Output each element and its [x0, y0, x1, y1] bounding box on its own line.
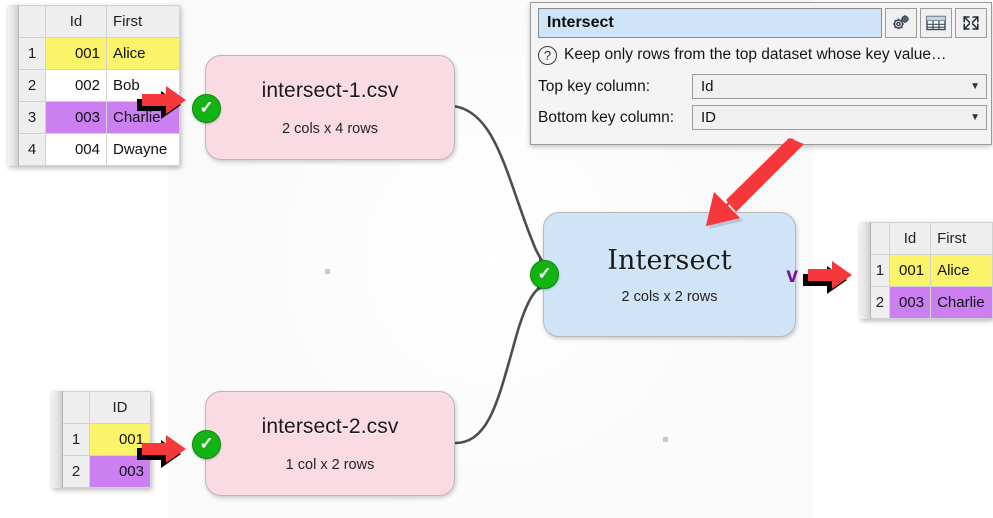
table-header-row: Id First	[18, 5, 180, 38]
row-number[interactable]: 1	[62, 423, 90, 456]
row-number[interactable]: 2	[62, 455, 90, 488]
top-key-column-value: Id	[701, 78, 714, 95]
cell-id[interactable]: 003	[45, 101, 107, 134]
table-intersect-2-preview[interactable]: ID 1 001 2 003	[52, 391, 151, 488]
panel-help-row: ? Keep only rows from the top dataset wh…	[538, 41, 987, 69]
top-key-column-select[interactable]: Id ▼	[692, 74, 987, 99]
table-row[interactable]: 1 001 Alice	[870, 254, 993, 287]
table-row[interactable]: 2 003	[62, 455, 151, 488]
column-header[interactable]: Id	[888, 222, 932, 255]
table-row[interactable]: 1 001	[62, 423, 151, 456]
bottom-key-column-value: ID	[701, 109, 716, 126]
row-number[interactable]: 1	[18, 37, 46, 70]
expand-arrows-icon	[963, 16, 979, 30]
cursor-arrow-top-left	[137, 83, 188, 119]
node-intersect-1[interactable]: intersect-1.csv 2 cols x 4 rows ✓	[192, 55, 455, 160]
cursor-arrow-bottom-left	[137, 432, 188, 468]
table-header-row: Id First	[870, 222, 993, 255]
cell-id[interactable]: 003	[888, 286, 932, 319]
row-number[interactable]: 3	[18, 101, 46, 134]
node-subtitle: 2 cols x 2 rows	[621, 288, 718, 305]
node-title: intersect-2.csv	[261, 414, 399, 438]
question-mark-icon[interactable]: ?	[538, 45, 557, 65]
chevron-down-icon: ▼	[970, 81, 980, 92]
gears-icon	[893, 15, 909, 30]
panel-help-text: Keep only rows from the top dataset whos…	[564, 46, 947, 63]
top-key-column-row: Top key column: Id ▼	[538, 73, 987, 100]
cell-first[interactable]: Alice	[930, 254, 993, 287]
table-intersect-result-preview[interactable]: Id First 1 001 Alice 2 003 Charlie	[860, 222, 993, 319]
node-title: intersect-1.csv	[261, 78, 399, 102]
red-right-arrow-icon	[808, 261, 852, 289]
column-header[interactable]: Id	[45, 5, 107, 38]
node-subtitle: 1 col x 2 rows	[285, 456, 375, 473]
output-chevron-icon[interactable]: v	[786, 264, 798, 287]
bottom-key-column-label: Bottom key column:	[538, 108, 675, 126]
node-intersect-2[interactable]: intersect-2.csv 1 col x 2 rows ✓	[192, 391, 455, 496]
table-view-button[interactable]	[920, 8, 952, 38]
cell-first[interactable]: Alice	[106, 37, 180, 70]
cell-id[interactable]: 002	[45, 69, 107, 102]
chevron-down-icon: ▼	[970, 112, 980, 123]
node-title: Intersect	[607, 244, 732, 276]
expand-button[interactable]	[955, 8, 987, 38]
green-check-icon: ✓	[192, 94, 221, 123]
pointer-arrow-to-intersect	[676, 138, 806, 238]
table-intersect-1-preview[interactable]: Id First 1 001 Alice 2 002 Bob 3 003 Cha…	[8, 5, 180, 166]
grid-dot	[325, 269, 330, 274]
table-row[interactable]: 3 003 Charlie	[18, 101, 180, 134]
cell-first[interactable]: Dwayne	[106, 133, 180, 166]
sheet-gutter	[52, 391, 63, 488]
red-right-arrow-icon	[142, 86, 186, 114]
table-row[interactable]: 1 001 Alice	[18, 37, 180, 70]
settings-gears-button[interactable]	[885, 8, 917, 38]
green-check-icon: ✓	[192, 430, 221, 459]
row-number[interactable]: 2	[18, 69, 46, 102]
column-header[interactable]: First	[930, 222, 993, 255]
red-right-arrow-icon	[142, 435, 186, 463]
cell-first[interactable]: Charlie	[106, 101, 180, 134]
row-number[interactable]: 4	[18, 133, 46, 166]
green-check-icon: ✓	[530, 260, 559, 289]
panel-name-row: Intersect	[538, 8, 987, 38]
bottom-key-column-row: Bottom key column: ID ▼	[538, 104, 987, 131]
row-number[interactable]: 2	[870, 286, 890, 319]
grid-table-icon	[926, 15, 946, 31]
node-subtitle: 2 cols x 4 rows	[282, 120, 378, 137]
cell-id[interactable]: 001	[89, 423, 151, 456]
cell-id[interactable]: 001	[45, 37, 107, 70]
red-diagonal-arrow-icon	[706, 138, 804, 229]
cell-id[interactable]: 001	[888, 254, 932, 287]
sheet-gutter	[8, 5, 19, 166]
row-number[interactable]: 1	[870, 254, 890, 287]
table-row[interactable]: 4 004 Dwayne	[18, 133, 180, 166]
corner-cell	[18, 5, 46, 38]
sheet-gutter	[860, 222, 871, 319]
cell-id[interactable]: 003	[89, 455, 151, 488]
top-key-column-label: Top key column:	[538, 77, 650, 95]
bottom-key-column-select[interactable]: ID ▼	[692, 105, 987, 130]
cell-first[interactable]: Charlie	[930, 286, 993, 319]
corner-cell	[870, 222, 890, 255]
cell-id[interactable]: 004	[45, 133, 107, 166]
column-header[interactable]: First	[106, 5, 180, 38]
properties-panel[interactable]: Intersect	[530, 2, 992, 145]
node-name-input[interactable]: Intersect	[538, 8, 882, 38]
corner-cell	[62, 391, 90, 424]
node-intersect-operation[interactable]: Intersect 2 cols x 2 rows ✓ v	[530, 212, 798, 337]
cursor-arrow-right-output	[803, 258, 854, 294]
table-row[interactable]: 2 003 Charlie	[870, 286, 993, 319]
table-header-row: ID	[62, 391, 151, 424]
grid-dot	[663, 437, 668, 442]
column-header[interactable]: ID	[89, 391, 151, 424]
